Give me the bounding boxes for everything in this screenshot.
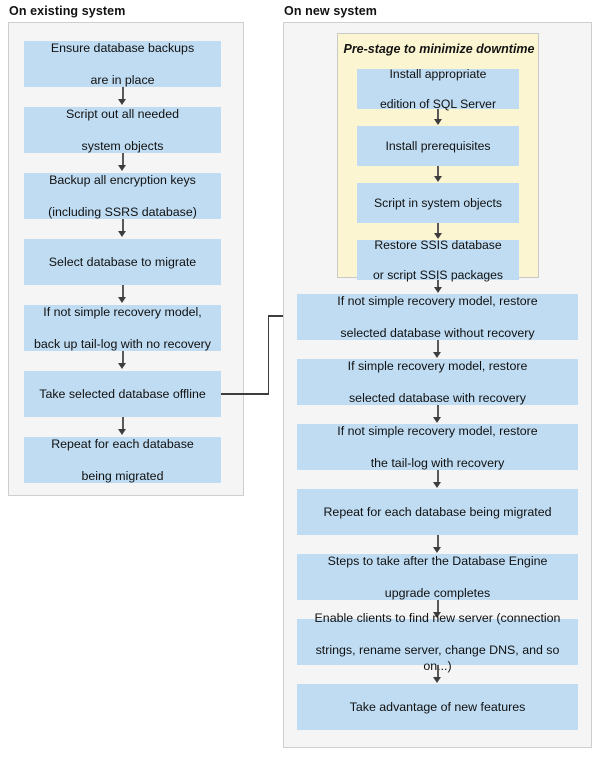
node-line: Install appropriate [389, 66, 487, 81]
node-line: the tail-log with recovery [370, 456, 505, 470]
prestage-group-label: Pre-stage to minimize downtime [343, 42, 535, 56]
node-line: If not simple recovery model, restore [337, 424, 538, 438]
column-title-new-system: On new system [284, 4, 377, 18]
arrow-down-icon [433, 547, 441, 553]
node-repeat-each-database-new: Repeat for each database being migrated [297, 489, 578, 535]
arrow-down-icon [118, 165, 126, 171]
node-line: back up tail-log with no recovery [34, 337, 211, 351]
arrow-down-icon [433, 119, 442, 125]
node-line: Script out all needed [66, 107, 179, 121]
arrow-line [436, 340, 439, 352]
arrow-down-icon [433, 612, 441, 618]
arrow-down-icon [433, 352, 441, 358]
arrow-down-icon [118, 363, 126, 369]
arrow-line [436, 535, 439, 547]
arrow-line [436, 470, 439, 482]
node-line: being migrated [81, 469, 164, 483]
node-take-database-offline: Take selected database offline [24, 371, 221, 417]
node-enable-clients-find-new-server: Enable clients to find new server (conne… [297, 611, 578, 673]
arrow-down-icon [118, 99, 126, 105]
arrow-line [437, 223, 439, 233]
node-line: Steps to take after the Database Engine [327, 554, 548, 568]
node-line: edition of SQL Server [379, 96, 497, 111]
node-take-advantage-new-features: Take advantage of new features [297, 684, 578, 730]
node-line: Install prerequisites [385, 138, 491, 153]
column-title-existing-system: On existing system [9, 4, 126, 18]
node-line: If not simple recovery model, [43, 305, 202, 319]
node-restore-with-recovery: If simple recovery model, restore selecte… [297, 359, 578, 405]
node-restore-tail-log-with-recovery: If not simple recovery model, restore the… [297, 424, 578, 470]
arrow-down-icon [433, 287, 442, 293]
node-backup-tail-log-no-recovery: If not simple recovery model, back up tai… [24, 305, 221, 351]
arrow-line [121, 285, 124, 297]
node-line: If simple recovery model, restore [347, 359, 528, 373]
node-line: Repeat for each database [51, 437, 194, 451]
node-script-out-system-objects: Script out all needed system objects [24, 107, 221, 153]
connector-segment-horizontal-lower [221, 393, 269, 395]
arrow-line [121, 219, 124, 231]
arrow-line [121, 153, 124, 165]
node-line: Select database to migrate [48, 255, 197, 269]
node-line: Enable clients to find new server (conne… [314, 611, 561, 625]
arrow-line [436, 600, 439, 612]
node-line: Repeat for each database being migrated [323, 505, 552, 519]
node-line: Script in system objects [373, 195, 502, 210]
arrow-down-icon [433, 417, 441, 423]
arrow-down-icon [118, 429, 126, 435]
node-line: are in place [90, 73, 155, 87]
node-line: Ensure database backups [50, 41, 195, 55]
node-line: selected database with recovery [348, 391, 526, 405]
arrow-down-icon [118, 231, 126, 237]
connector-segment-vertical [267, 316, 270, 394]
node-install-prerequisites: Install prerequisites [357, 126, 519, 166]
arrow-line [121, 351, 124, 363]
node-select-database-to-migrate: Select database to migrate [24, 239, 221, 285]
node-line: system objects [81, 139, 164, 153]
arrow-line [437, 166, 439, 176]
node-install-sql-server-edition: Install appropriate edition of SQL Server [357, 66, 519, 111]
arrow-line [121, 87, 124, 99]
node-line: Take selected database offline [39, 387, 206, 401]
node-ensure-database-backups: Ensure database backups are in place [24, 41, 221, 87]
node-line: (including SSRS database) [48, 205, 197, 219]
node-steps-after-upgrade: Steps to take after the Database Engine u… [297, 554, 578, 600]
node-line: Restore SSIS database [374, 237, 502, 252]
node-line: or script SSIS packages [372, 267, 504, 282]
node-restore-without-recovery: If not simple recovery model, restore sel… [297, 294, 578, 340]
node-repeat-each-database-existing: Repeat for each database being migrated [24, 437, 221, 483]
arrow-down-icon [433, 482, 441, 488]
arrow-down-icon [118, 297, 126, 303]
node-backup-encryption-keys: Backup all encryption keys (including SSR… [24, 173, 221, 219]
arrow-down-icon [433, 677, 441, 683]
arrow-line [436, 405, 439, 417]
arrow-line [437, 109, 439, 119]
node-restore-ssis-database: Restore SSIS database or script SSIS pack… [357, 237, 519, 282]
arrow-line [437, 280, 439, 288]
arrow-down-icon [433, 176, 442, 182]
arrow-line [121, 417, 124, 429]
connector-segment-horizontal-upper [267, 315, 291, 317]
node-line: If not simple recovery model, restore [337, 294, 538, 308]
node-script-in-system-objects: Script in system objects [357, 183, 519, 223]
arrow-down-icon [433, 233, 442, 239]
node-line: selected database without recovery [340, 326, 535, 340]
arrow-line [436, 665, 439, 677]
node-line: Backup all encryption keys [49, 173, 196, 187]
node-line: upgrade completes [384, 586, 491, 600]
node-line: Take advantage of new features [349, 700, 526, 714]
